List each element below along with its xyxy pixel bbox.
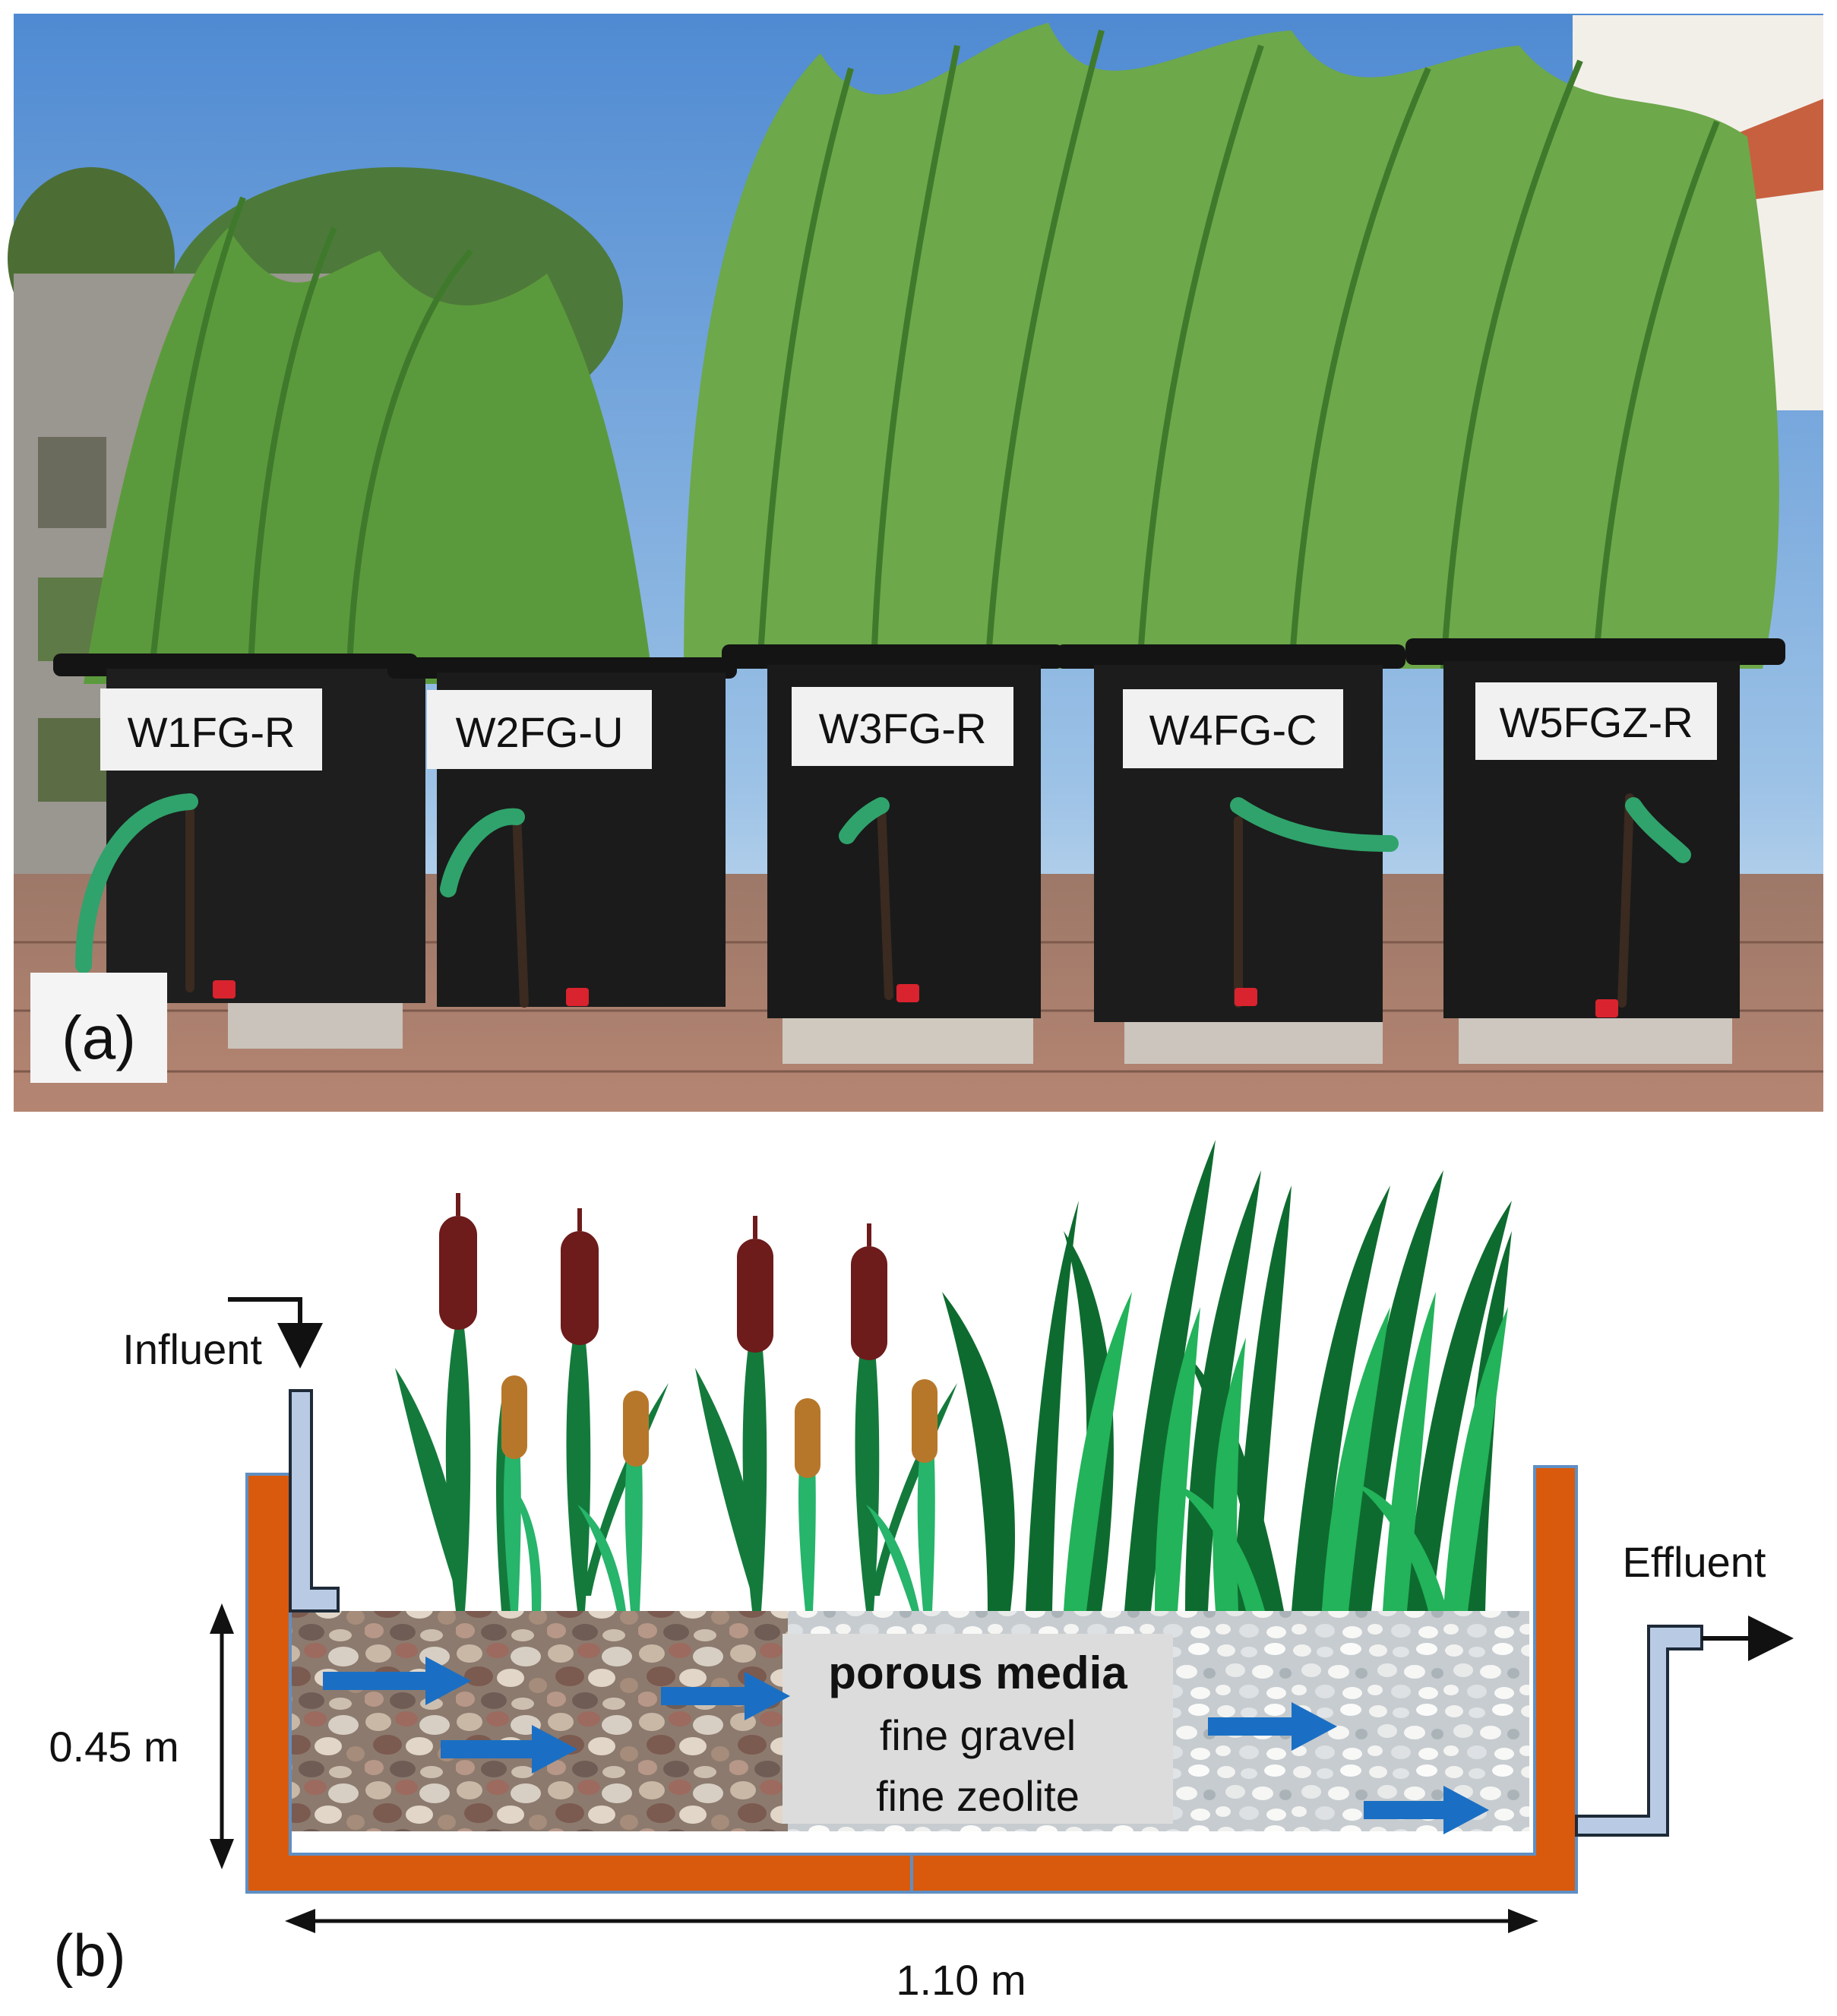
panel-a-label: (a) [62,1004,136,1071]
tank-rim [722,644,1064,669]
tank-label: W3FG-R [819,704,987,752]
tank-label-plate [792,687,1013,766]
tank-label: W4FG-C [1149,706,1317,754]
reed-plants [942,1140,1512,1611]
media-line-zeolite: fine zeolite [876,1772,1080,1820]
effluent-pipe [1575,1625,1703,1837]
tank-rim [1405,638,1785,665]
length-label: 1.10 m [896,1956,1026,2004]
flow-arrows [323,1657,1489,1834]
cattail-plants [395,1193,957,1611]
influent-label: Influent [122,1325,262,1373]
media-box [783,1634,1173,1824]
effluent-label: Effluent [1623,1538,1766,1586]
tank-label-plate [1475,682,1717,760]
wall-opening [38,437,106,528]
schematic-panel: porous media fine gravel fine zeolite In… [49,1140,1794,2004]
tank-label-group: W1FG-R W2FG-U W3FG-R W4FG-C W5FGZ-R [100,682,1717,771]
panel-b-label: (b) [53,1922,125,1989]
panel-label-plate [30,973,167,1083]
flow-arrow [441,1725,577,1774]
dimension-arrowhead [210,1839,234,1869]
media-label-box: porous media fine gravel fine zeolite [783,1634,1173,1824]
tank-rim [1056,644,1405,669]
dimension-arrowhead [210,1603,234,1634]
tank-wall [245,1465,1578,1894]
dimension-arrowhead [285,1909,315,1933]
dimension-arrowhead [1508,1909,1538,1933]
tank-label-plate [1123,689,1343,768]
reeds [84,228,653,684]
tank-label: W2FG-U [456,708,624,756]
reed-blades [149,29,1720,669]
tank-label-plate [100,688,322,771]
gravel-media [290,1611,788,1831]
flow-arrow [1364,1786,1489,1834]
influent-pipe [289,1389,340,1612]
flow-arrow [661,1672,790,1720]
tank-label-plate [427,690,652,769]
reeds [684,23,1779,669]
height-label: 0.45 m [49,1723,179,1771]
influent-arrow [228,1297,323,1369]
flow-arrow [323,1657,471,1705]
photo-panel: W1FG-R W2FG-U W3FG-R W4FG-C W5FGZ-R (a) [8,14,1823,1112]
media-line-gravel: fine gravel [880,1711,1076,1759]
tank-label: W1FG-R [128,708,296,756]
wall-opening [38,718,106,802]
media-title: porous media [828,1647,1127,1698]
flow-arrow [1208,1702,1337,1751]
tank-label: W5FGZ-R [1499,698,1693,746]
